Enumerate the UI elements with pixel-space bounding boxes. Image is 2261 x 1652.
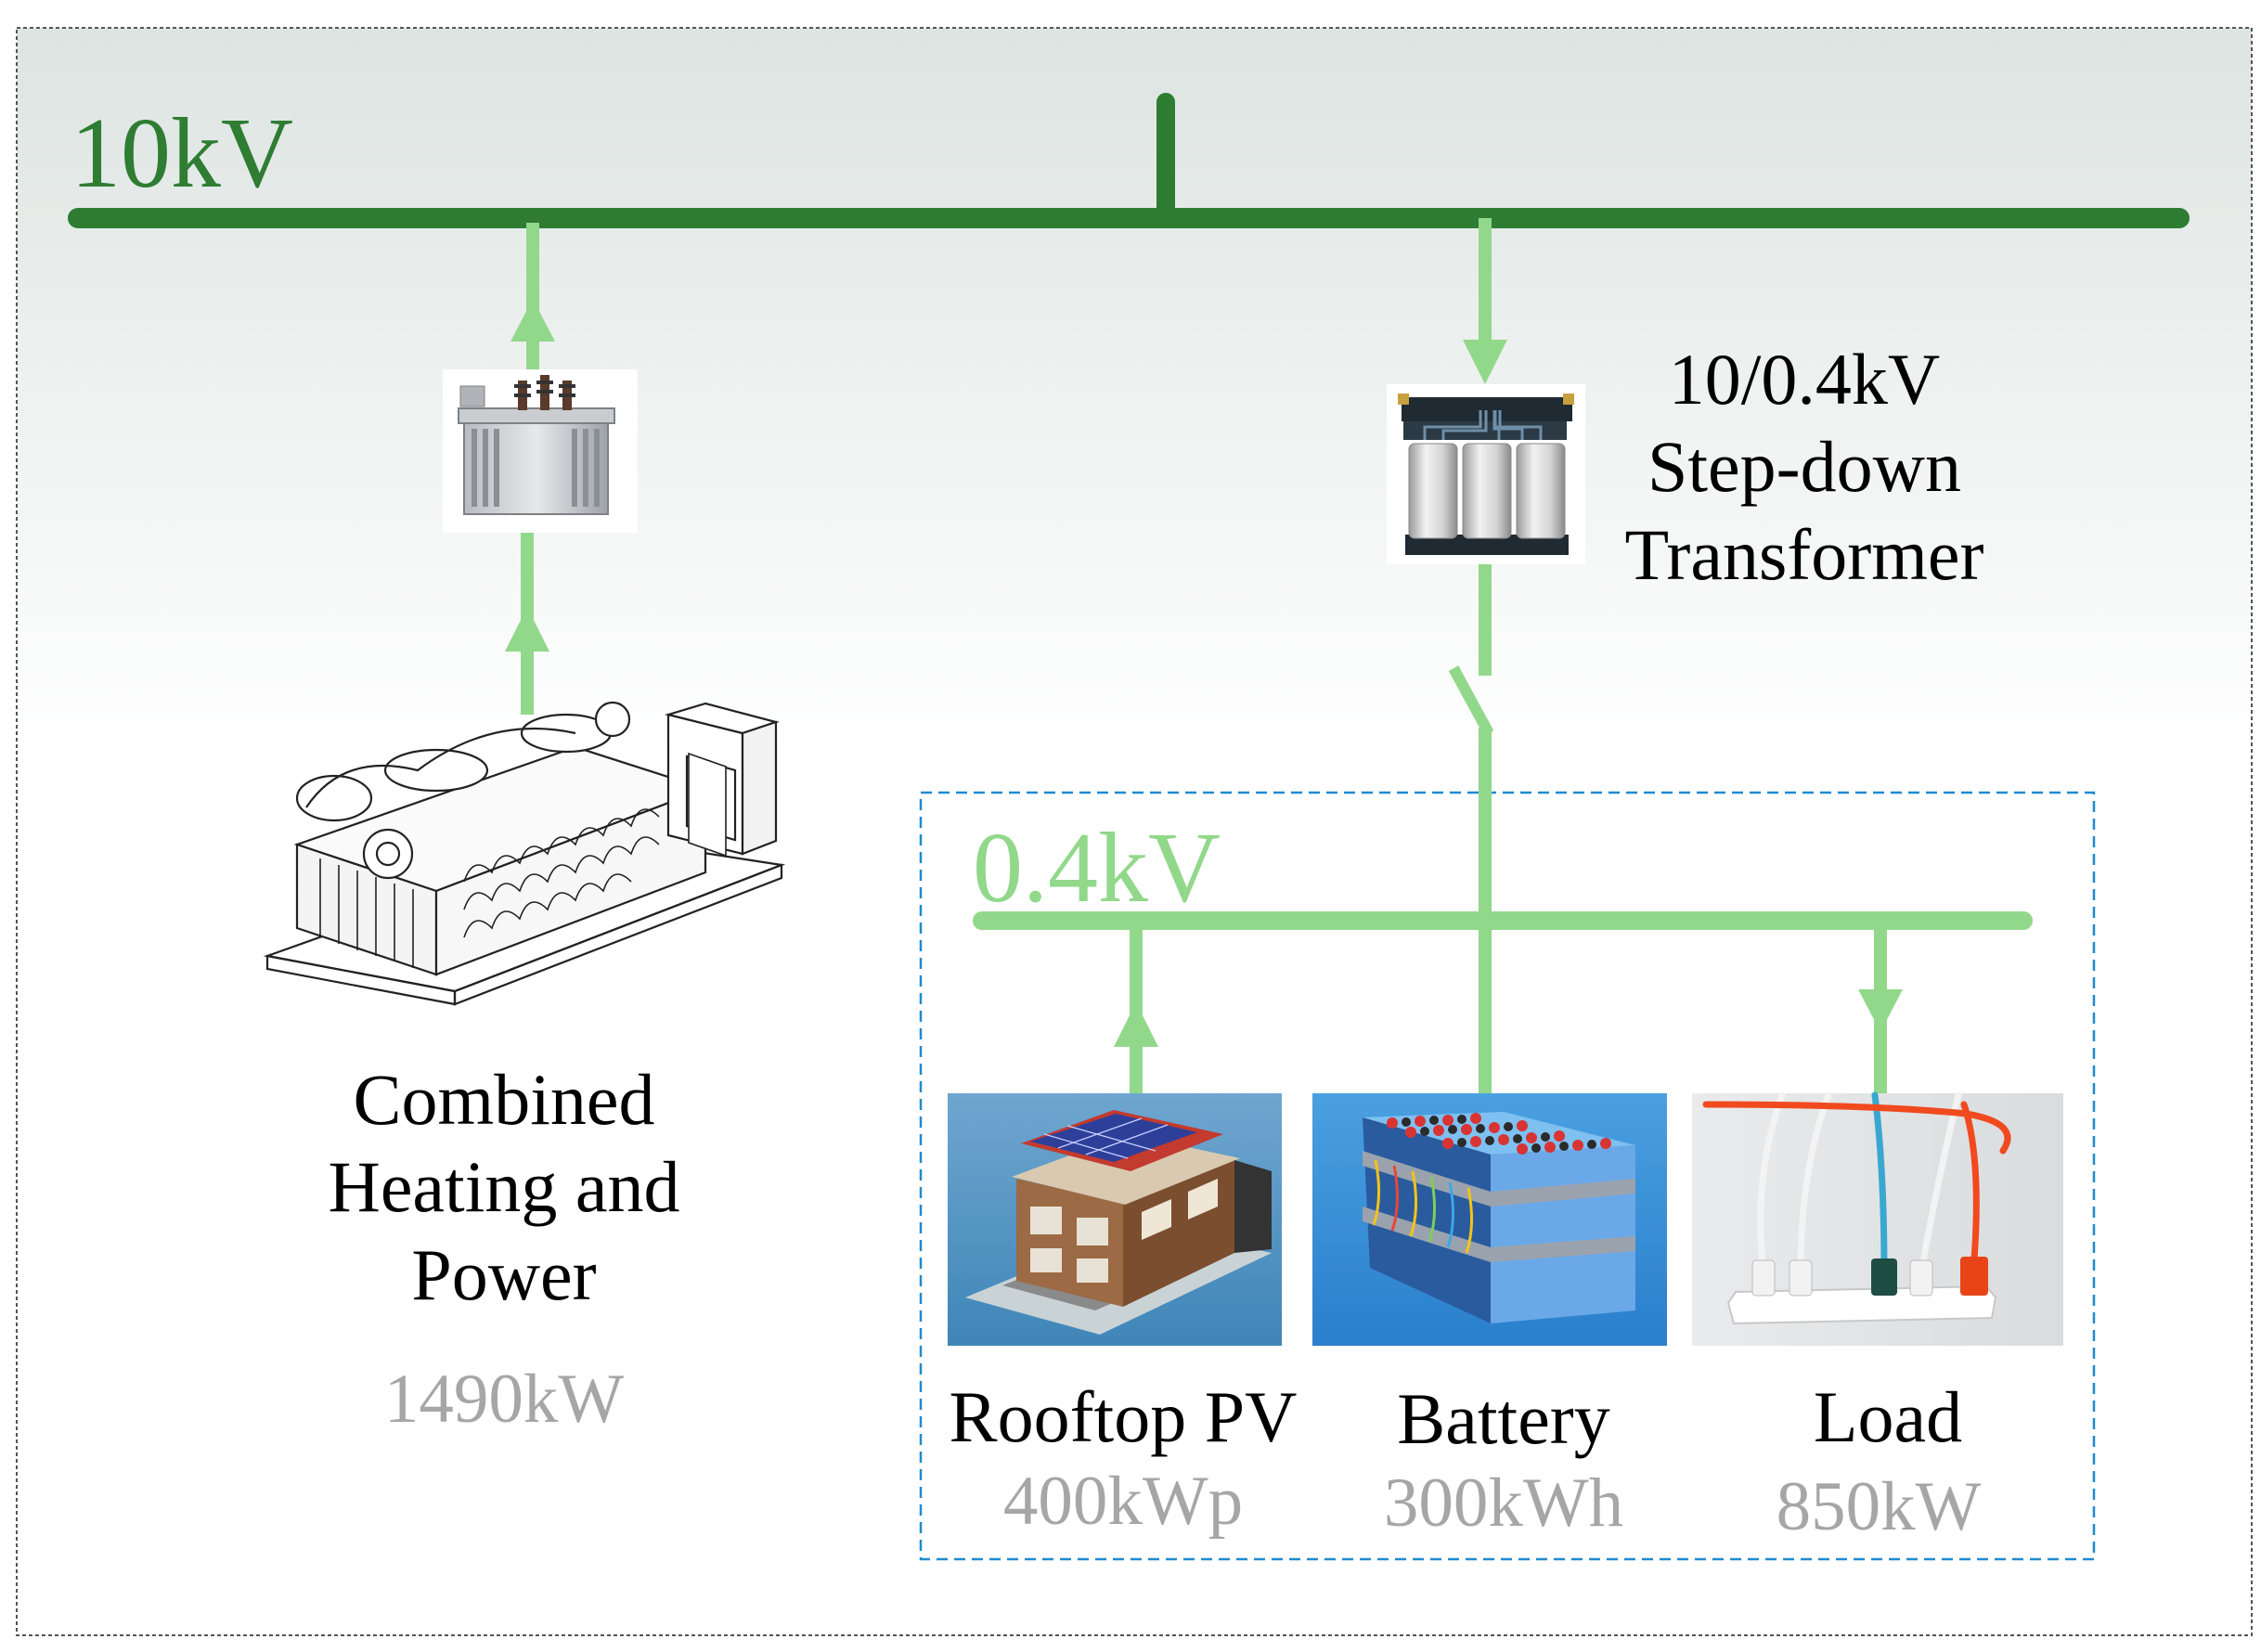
chp-label-line-3: Power: [411, 1233, 597, 1315]
stepdown-label: 10/0.4kV Step-down Transformer: [1598, 336, 2010, 599]
lv-bus-label: 0.4kV: [973, 813, 1221, 923]
stepdown-label-line-2: Step-down: [1647, 426, 1961, 508]
chp-arrow-lower: [505, 607, 549, 652]
chp-rating: 1490kW: [383, 1361, 625, 1438]
solar-house-icon: [948, 1093, 1282, 1346]
chp-label: Combined Heating and Power: [278, 1056, 730, 1319]
stepdown-label-line-1: 10/0.4kV: [1668, 339, 1941, 419]
stepdown-arrow-down: [1463, 340, 1507, 384]
switch-icon: [1448, 665, 1494, 736]
pv-label: Rooftop PV: [949, 1376, 1298, 1457]
load-label: Load: [1813, 1376, 1963, 1457]
stepdown-label-line-3: Transformer: [1624, 513, 1984, 595]
battery-rating: 300kWh: [1383, 1465, 1624, 1542]
lv-bus: [973, 911, 2033, 1101]
hv-bus: [68, 93, 2190, 228]
lv-area-frame: [919, 791, 2096, 1561]
battery-icon: [1312, 1093, 1667, 1346]
stepdown-connection: [1448, 218, 1507, 928]
load-arrow-down: [1858, 989, 1903, 1032]
chp-label-line-2: Heating and: [328, 1146, 680, 1228]
stepdown-transformer-icon: [1387, 384, 1585, 564]
chp-connection: [505, 223, 555, 715]
battery-label: Battery: [1397, 1378, 1610, 1459]
generator-icon: [263, 701, 786, 1006]
load-rating: 850kW: [1776, 1468, 1982, 1545]
pv-arrow-up: [1114, 1002, 1158, 1047]
hv-bus-label: 10kV: [71, 98, 293, 209]
pv-rating: 400kWp: [1002, 1463, 1244, 1540]
chp-label-line-1: Combined: [353, 1059, 655, 1140]
chp-arrow-upper: [510, 299, 555, 342]
chp-transformer-icon: [443, 369, 638, 533]
power-strip-icon: [1692, 1091, 2063, 1346]
